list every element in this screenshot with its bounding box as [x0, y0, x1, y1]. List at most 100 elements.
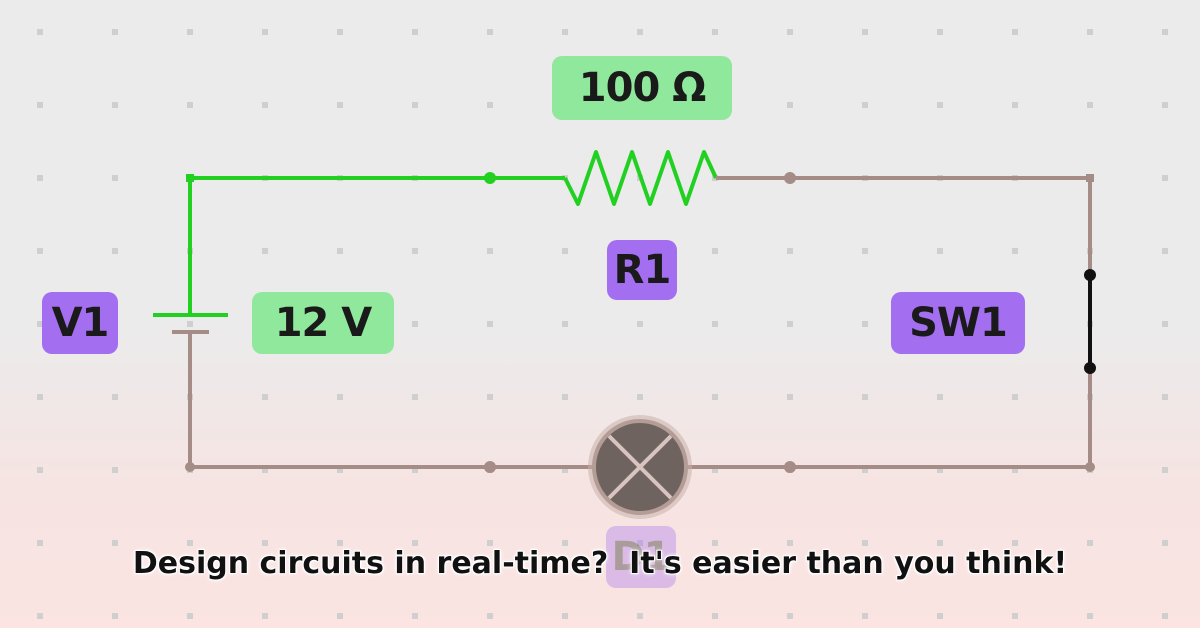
grid-dot	[337, 613, 343, 619]
grid-dot	[1162, 29, 1168, 35]
grid-dot	[712, 29, 718, 35]
grid-dot	[1012, 613, 1018, 619]
grid-dot	[1012, 394, 1018, 400]
grid-dot	[787, 613, 793, 619]
grid-dot	[862, 248, 868, 254]
source-value-label[interactable]: 12 V	[252, 292, 394, 354]
grid-dot	[37, 248, 43, 254]
grid-dot	[262, 248, 268, 254]
grid-dot	[487, 102, 493, 108]
grid-dot	[1012, 102, 1018, 108]
grid-dot	[412, 248, 418, 254]
grid-dot	[337, 248, 343, 254]
grid-dot	[862, 394, 868, 400]
grid-dot	[937, 29, 943, 35]
grid-dot	[1087, 540, 1093, 546]
grid-dot	[37, 321, 43, 327]
grid-dot	[937, 467, 943, 473]
grid-dot	[862, 540, 868, 546]
grid-dot	[112, 613, 118, 619]
grid-dot	[262, 540, 268, 546]
grid-dot	[1162, 102, 1168, 108]
grid-dot	[262, 102, 268, 108]
grid-dot	[712, 540, 718, 546]
source-ref-label[interactable]: V1	[42, 292, 118, 354]
grid-dot	[412, 467, 418, 473]
resistor-value-label[interactable]: 100 Ω	[552, 56, 732, 120]
grid-dot	[637, 29, 643, 35]
grid-dot	[637, 613, 643, 619]
grid-dot	[412, 613, 418, 619]
grid-dot	[487, 29, 493, 35]
grid-dot	[112, 248, 118, 254]
grid-dot	[712, 467, 718, 473]
grid-dot	[337, 467, 343, 473]
grid-dot	[37, 467, 43, 473]
grid-dot	[1012, 29, 1018, 35]
grid-dot	[787, 321, 793, 327]
grid-dot	[187, 102, 193, 108]
grid-dot	[112, 394, 118, 400]
lamp-ref-label[interactable]: D1	[606, 526, 676, 588]
caption-text: Design circuits in real-time? It's easie…	[132, 546, 1068, 581]
grid-dot	[1162, 467, 1168, 473]
grid-dot	[787, 540, 793, 546]
grid-dot	[712, 394, 718, 400]
grid-dot	[112, 29, 118, 35]
resistor-ref-label[interactable]: R1	[607, 240, 677, 300]
grid-dot	[1162, 175, 1168, 181]
grid-dot	[787, 248, 793, 254]
grid-dot	[112, 102, 118, 108]
grid-dot	[1087, 29, 1093, 35]
grid-dot	[1162, 540, 1168, 546]
grid-dot	[637, 394, 643, 400]
grid-dot	[187, 321, 193, 327]
grid-dot	[37, 175, 43, 181]
grid-dot	[487, 321, 493, 327]
grid-dot	[112, 175, 118, 181]
grid-dot	[937, 248, 943, 254]
grid-dot	[787, 29, 793, 35]
grid-dot	[412, 321, 418, 327]
grid-dot	[1162, 613, 1168, 619]
grid-dot	[337, 102, 343, 108]
switch-ref-label[interactable]: SW1	[891, 292, 1025, 354]
lamp-d1[interactable]	[588, 415, 692, 519]
resistor-r1[interactable]	[563, 150, 718, 206]
switch-terminal-top	[1084, 269, 1096, 281]
grid-dot	[562, 467, 568, 473]
grid-dot	[787, 394, 793, 400]
wire-r1-to-sw1[interactable]	[716, 176, 1092, 275]
grid-dot	[187, 613, 193, 619]
grid-dot	[1162, 321, 1168, 327]
grid-dot	[487, 248, 493, 254]
grid-dot	[1087, 102, 1093, 108]
grid-dot	[412, 102, 418, 108]
grid-dot	[262, 29, 268, 35]
grid-dot	[562, 248, 568, 254]
grid-dot	[37, 29, 43, 35]
grid-dot	[862, 29, 868, 35]
grid-dot	[862, 102, 868, 108]
grid-dot	[337, 29, 343, 35]
grid-dot	[487, 540, 493, 546]
grid-dot	[712, 321, 718, 327]
grid-dot	[1162, 248, 1168, 254]
grid-dot	[712, 248, 718, 254]
grid-dot	[1087, 613, 1093, 619]
grid-dot	[562, 613, 568, 619]
grid-dot	[937, 394, 943, 400]
grid-dot	[937, 102, 943, 108]
grid-dot	[712, 613, 718, 619]
switch-terminal-bottom	[1084, 362, 1096, 374]
grid-dot	[337, 540, 343, 546]
grid-dot	[487, 613, 493, 619]
grid-dot	[262, 613, 268, 619]
grid-dot	[37, 540, 43, 546]
grid-dot	[487, 394, 493, 400]
grid-dot	[262, 467, 268, 473]
grid-dot	[562, 321, 568, 327]
grid-dot	[1012, 467, 1018, 473]
grid-dot	[562, 540, 568, 546]
